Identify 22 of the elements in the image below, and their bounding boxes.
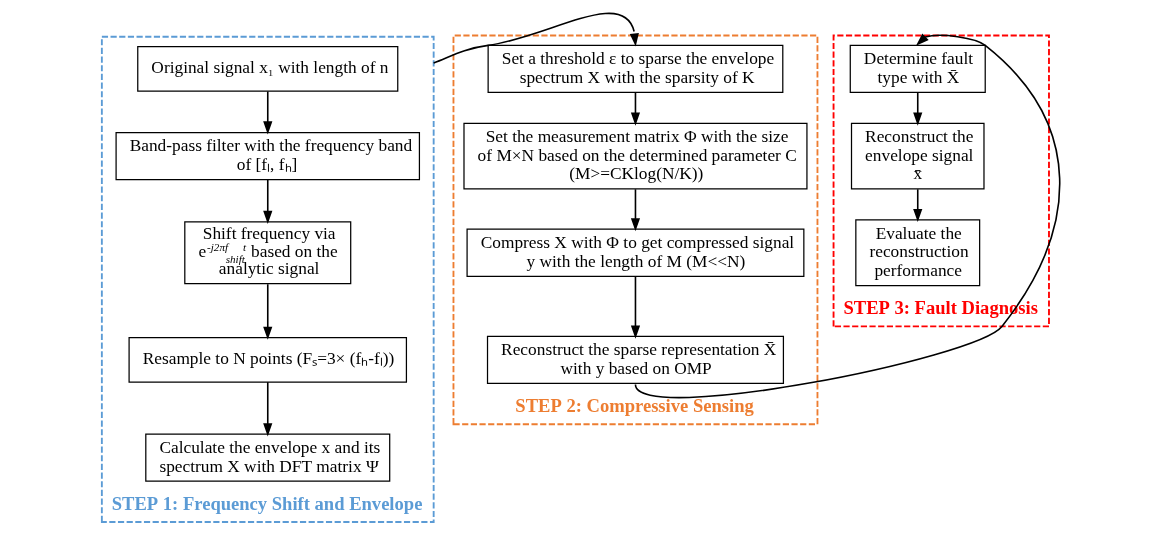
node-box: Band-pass filter with the frequency band of [fₗ, fₕ]	[114, 132, 420, 181]
node-box: Original signal x₁ with length of n	[136, 46, 398, 92]
arrow	[262, 178, 272, 224]
node-box: Compress X with Φ to get compressed signal y with the length of M (M<<N)	[465, 228, 804, 277]
node-box: Reconstruct the sparse representation X̄ with y based on OMP	[486, 335, 784, 384]
node-box: Evaluate the reconstruction performance	[854, 219, 980, 287]
arrow	[630, 188, 640, 232]
arrow	[432, 12, 639, 64]
node-box: Set the measurement matrix Φ with the size of M×N based on the determined parameter C (M>=CKlog(N/K))	[462, 122, 808, 190]
arrow	[912, 92, 922, 126]
node-box: Determine fault type with X̄	[849, 44, 986, 94]
arrow	[634, 33, 1060, 399]
arrow	[630, 92, 640, 126]
arrow	[630, 275, 640, 339]
arrow	[262, 90, 272, 135]
node-box: Set a threshold ε to sparse the envelope spectrum X with the sparsity of K	[487, 44, 783, 94]
node-box: Calculate the envelope x and its spectrum X with DFT matrix Ψ	[144, 433, 390, 482]
node-box: Resample to N points (Fₛ=3× (fₕ-fₗ))	[127, 336, 407, 383]
arrow	[262, 283, 272, 340]
arrow	[912, 188, 922, 223]
node-box: Reconstruct the envelope signal x̄	[850, 122, 985, 190]
arrow	[262, 381, 272, 437]
